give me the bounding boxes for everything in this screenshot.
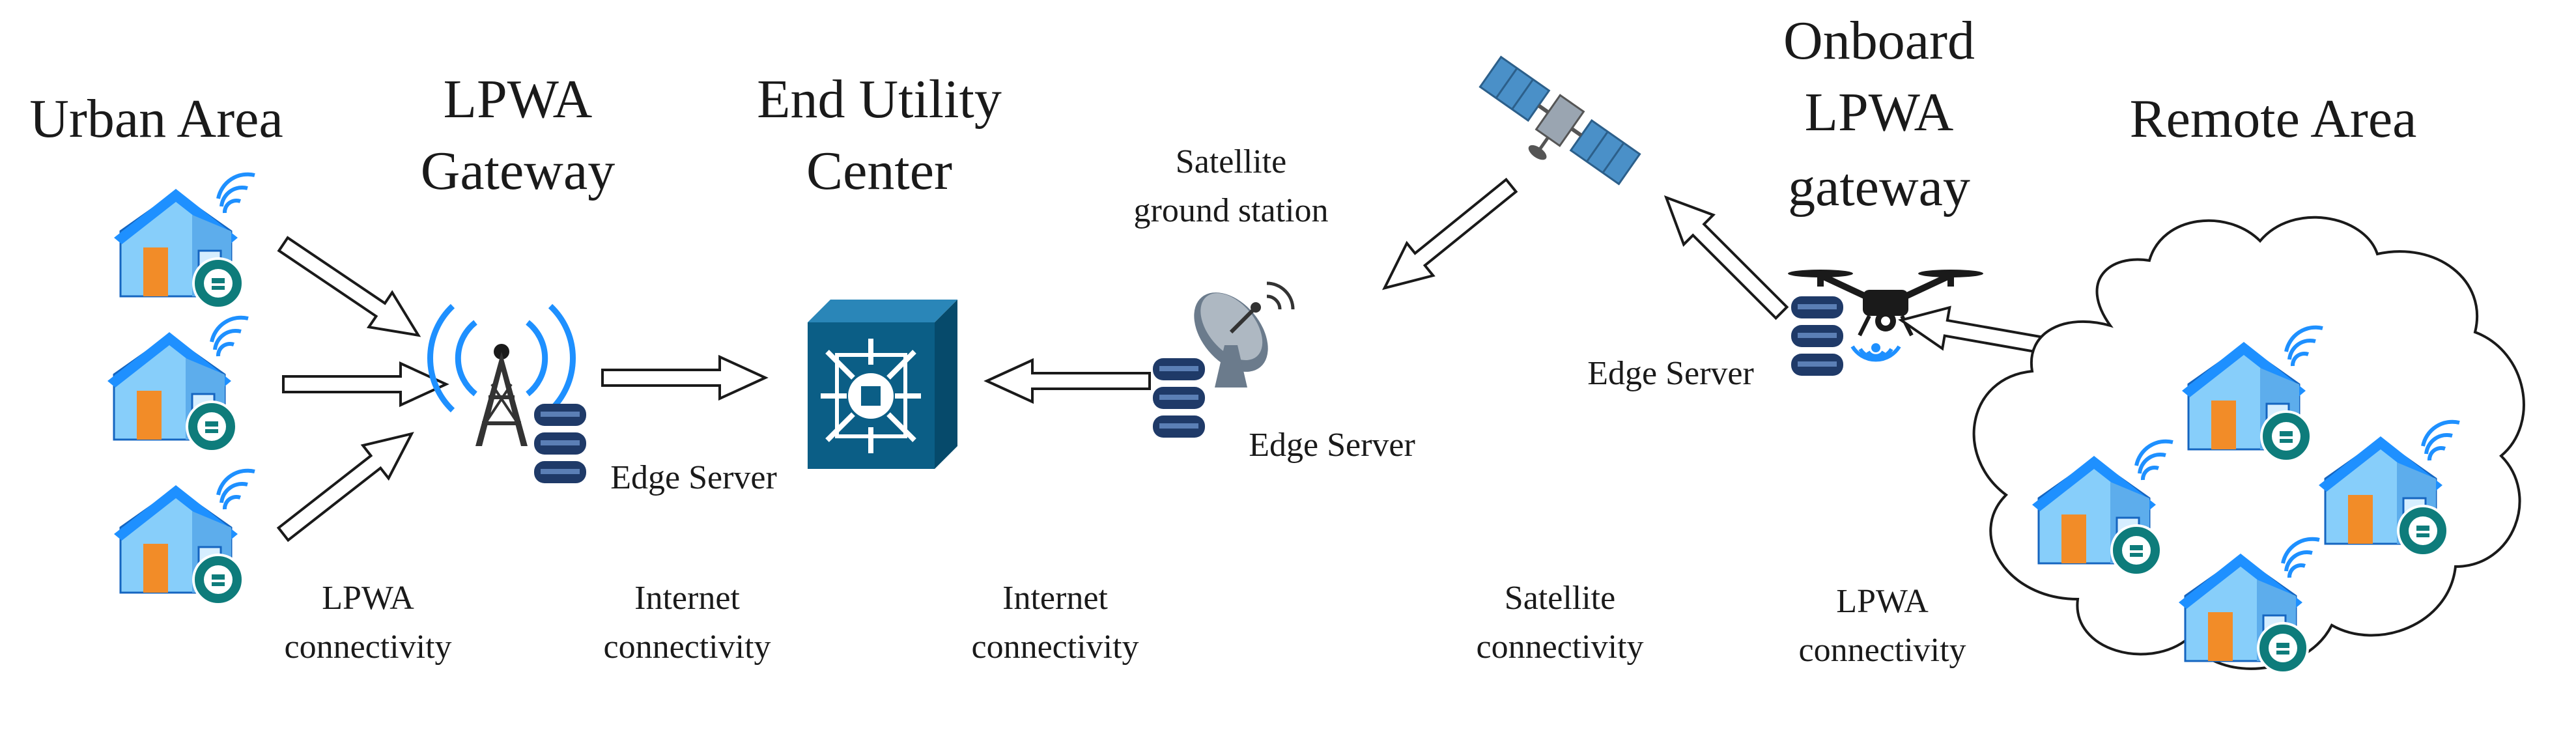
lpwa-urban-connectivity-line2: connectivity	[284, 628, 451, 666]
internet-connectivity-2-line1: Internet	[1002, 580, 1108, 617]
lpwa-urban-connectivity-line1: LPWA	[322, 580, 414, 617]
arrow-ground-to-utility	[985, 359, 1151, 403]
satellite-icon	[1479, 55, 1641, 186]
arrow-house1-to-gateway	[270, 225, 432, 354]
internet-connectivity-1-line2: connectivity	[603, 628, 771, 666]
house-icon	[114, 175, 255, 308]
arrow-drone-to-satellite	[1652, 183, 1796, 328]
heading-onboard-lpwa-gateway-line2: LPWA	[1805, 82, 1954, 143]
arrow-gateway-to-utility	[601, 356, 767, 400]
heading-remote-area: Remote Area	[2130, 89, 2417, 149]
edge-server-icon	[1791, 296, 1843, 376]
edge-server-icon	[534, 404, 586, 483]
internet-connectivity-2-line2: connectivity	[971, 628, 1139, 666]
satellite-connectivity-line1: Satellite	[1505, 580, 1615, 617]
lpwa-tower-icon	[427, 303, 576, 446]
satellite-connectivity-line2: connectivity	[1476, 628, 1643, 666]
house-icon	[107, 318, 248, 451]
heading-lpwa-gateway-line1: LPWA	[444, 69, 593, 130]
satellite-dish-icon	[1194, 281, 1295, 387]
edge-server-drone-label: Edge Server	[1587, 355, 1754, 392]
drone-icon	[1788, 270, 1983, 337]
edge-server-ground-label: Edge Server	[1249, 427, 1415, 464]
lpwa-remote-connectivity-line1: LPWA	[1836, 583, 1929, 620]
utility-center-icon	[808, 300, 957, 469]
satellite-ground-station-line2: ground station	[1134, 192, 1329, 229]
heading-onboard-lpwa-gateway-line3: gateway	[1788, 157, 1970, 218]
lpwa-remote-connectivity-line2: connectivity	[1798, 632, 1966, 669]
arrow-house3-to-gateway	[269, 415, 426, 552]
arrow-house2-to-gateway	[282, 362, 447, 406]
heading-lpwa-gateway-line2: Gateway	[421, 141, 616, 201]
drone-wifi-icon	[1850, 343, 1901, 362]
arrow-satellite-to-ground	[1370, 168, 1526, 306]
edge-server-icon	[1153, 358, 1205, 438]
edge-server-gateway-label: Edge Server	[610, 459, 777, 496]
house-icon	[114, 471, 255, 604]
heading-onboard-lpwa-gateway-line1: Onboard	[1783, 10, 1975, 71]
internet-connectivity-1-line1: Internet	[634, 580, 740, 617]
heading-end-utility-center-line2: Center	[806, 141, 952, 201]
satellite-ground-station-line1: Satellite	[1176, 143, 1286, 180]
heading-end-utility-center-line1: End Utility	[757, 69, 1002, 130]
heading-urban-area: Urban Area	[29, 89, 283, 149]
